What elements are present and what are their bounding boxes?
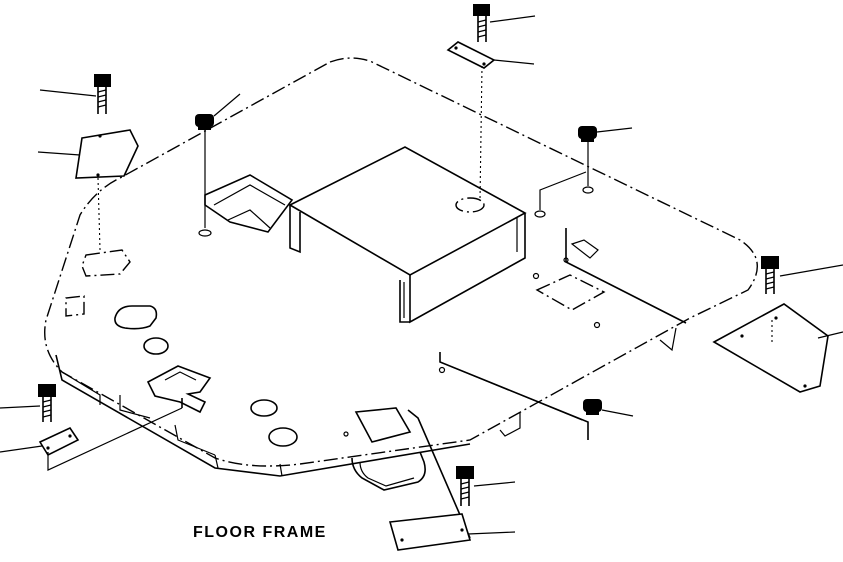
diagram-caption: FLOOR FRAME — [193, 524, 327, 541]
lower-center-bracket — [439, 352, 589, 440]
bolt-top-left — [37, 74, 139, 251]
cover-plate-icon — [75, 129, 139, 179]
bolt-icon — [456, 466, 474, 506]
right-side-bracket — [563, 228, 687, 324]
bolt-top-center — [446, 4, 536, 201]
cap-plug-icon — [195, 114, 214, 130]
floor-cutouts — [65, 249, 606, 447]
cap-plug-icon — [578, 126, 597, 142]
cover-plate-icon — [388, 513, 472, 551]
cap-plug-right — [534, 126, 633, 218]
bolt-icon — [473, 4, 490, 42]
bolt-icon — [38, 384, 56, 422]
recess-bracket — [204, 174, 294, 233]
center-box — [288, 146, 527, 324]
washer-plate-icon — [446, 41, 496, 69]
bolt-icon — [94, 74, 111, 114]
bolt-bottom — [388, 466, 516, 551]
cap-plug-left — [195, 93, 241, 237]
bolt-right — [712, 256, 843, 393]
front-step-handle — [351, 407, 471, 539]
bolt-left — [0, 384, 183, 471]
bolt-icon — [761, 256, 779, 294]
cover-plate-icon — [712, 303, 829, 393]
cap-plug-lower-right — [583, 399, 634, 417]
cap-plug-icon — [583, 399, 602, 415]
floor-frame-outline — [44, 57, 758, 477]
washer-plate-icon — [38, 426, 80, 457]
front-left-bracket — [146, 365, 212, 414]
